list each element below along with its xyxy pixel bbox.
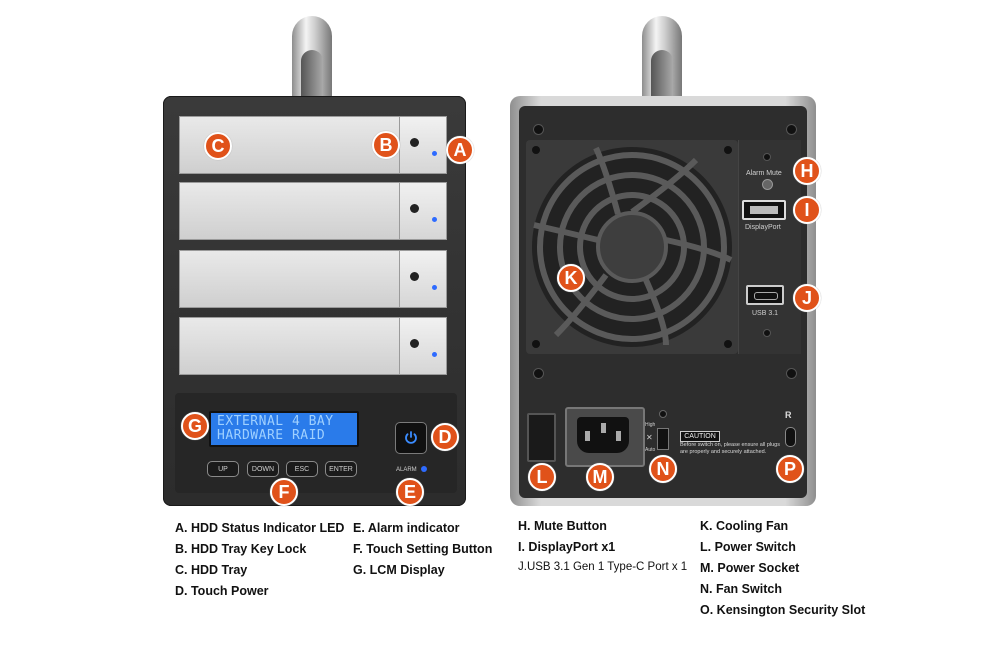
callout-f: F: [270, 478, 298, 506]
legend-j: J.USB 3.1 Gen 1 Type-C Port x 1: [518, 561, 688, 573]
usb-c-port[interactable]: [746, 285, 784, 305]
legend-g: G. LCM Display: [353, 563, 445, 577]
lcm-display: EXTERNAL 4 BAY HARDWARE RAID: [209, 411, 359, 447]
legend-m: M. Power Socket: [700, 561, 800, 575]
callout-h: H: [793, 157, 821, 185]
hdd-tray-3[interactable]: [179, 250, 447, 308]
callout-l: L: [528, 463, 556, 491]
usb-label: USB 3.1: [752, 310, 779, 317]
touch-button-esc[interactable]: ESC: [286, 461, 318, 477]
power-icon: [405, 431, 417, 444]
cooling-fan: [526, 140, 738, 354]
alarm-mute-label: Alarm Mute: [746, 170, 782, 177]
usb-c-icon: [754, 292, 778, 300]
socket-icon: [577, 417, 629, 453]
legend-c: C. HDD Tray: [175, 563, 248, 577]
hdd-status-led: [432, 217, 437, 222]
hdd-status-led: [432, 352, 437, 357]
hdd-status-led: [432, 285, 437, 290]
callout-a: A: [446, 136, 474, 164]
legend-o: O. Kensington Security Slot: [700, 603, 866, 617]
callout-p: P: [776, 455, 804, 483]
fan-grille-icon: [532, 146, 733, 348]
legend-n: N. Fan Switch: [700, 582, 782, 596]
callout-e: E: [396, 478, 424, 506]
fan-high-label: High: [645, 422, 656, 428]
callout-c: C: [204, 132, 232, 160]
alarm-indicator: [421, 466, 427, 472]
hdd-tray-4[interactable]: [179, 317, 447, 375]
legend-b: B. HDD Tray Key Lock: [175, 542, 307, 556]
alarm-label: ALARM: [396, 467, 417, 473]
tray-key-lock[interactable]: [410, 272, 419, 281]
callout-n: N: [649, 455, 677, 483]
screw-icon: [786, 124, 797, 135]
legend-k: K. Cooling Fan: [700, 519, 789, 533]
caution-text: Before switch on, please ensure all plug…: [680, 442, 780, 455]
kensington-slot[interactable]: [785, 427, 796, 447]
screw-icon: [533, 124, 544, 135]
power-switch[interactable]: [527, 413, 556, 462]
hdd-status-led: [432, 151, 437, 156]
fan-switch[interactable]: [657, 428, 669, 450]
touch-button-down[interactable]: DOWN: [247, 461, 279, 477]
screw-icon: [786, 368, 797, 379]
callout-b: B: [372, 131, 400, 159]
callout-j: J: [793, 284, 821, 312]
lcd-line-2: HARDWARE RAID: [217, 428, 326, 443]
tray-key-lock[interactable]: [410, 204, 419, 213]
power-socket[interactable]: [565, 407, 645, 467]
tray-key-lock[interactable]: [410, 339, 419, 348]
touch-power-button[interactable]: [395, 422, 427, 454]
fan-icon: ✕: [646, 433, 653, 442]
legend-i: I. DisplayPort x1: [518, 540, 616, 554]
io-plate: [738, 140, 801, 354]
screw-icon: [763, 329, 771, 337]
fan-indicator: [659, 410, 667, 418]
caution-label: CAUTION: [680, 431, 720, 442]
displayport-label: DisplayPort: [745, 224, 781, 231]
back-handle: [642, 16, 682, 100]
callout-d: D: [431, 423, 459, 451]
kensington-mark-icon: R: [785, 410, 792, 420]
legend-e: E. Alarm indicator: [353, 521, 460, 535]
fan-auto-label: Auto: [645, 447, 656, 453]
displayport[interactable]: [742, 200, 786, 220]
legend-f: F. Touch Setting Button: [353, 542, 493, 556]
callout-k: K: [557, 264, 585, 292]
mute-button[interactable]: [762, 179, 773, 190]
callout-m: M: [586, 463, 614, 491]
displayport-icon: [750, 206, 778, 214]
front-handle: [292, 16, 332, 100]
lcd-line-1: EXTERNAL 4 BAY: [217, 414, 334, 429]
legend-a: A. HDD Status Indicator LED: [175, 521, 345, 535]
screw-icon: [533, 368, 544, 379]
callout-i: I: [793, 196, 821, 224]
legend-l: L. Power Switch: [700, 540, 796, 554]
touch-button-enter[interactable]: ENTER: [325, 461, 357, 477]
legend-h: H. Mute Button: [518, 519, 607, 533]
touch-button-up[interactable]: UP: [207, 461, 239, 477]
callout-g: G: [181, 412, 209, 440]
hdd-tray-1[interactable]: [179, 116, 447, 174]
tray-key-lock[interactable]: [410, 138, 419, 147]
hdd-tray-2[interactable]: [179, 182, 447, 240]
screw-icon: [763, 153, 771, 161]
legend-d: D. Touch Power: [175, 584, 269, 598]
